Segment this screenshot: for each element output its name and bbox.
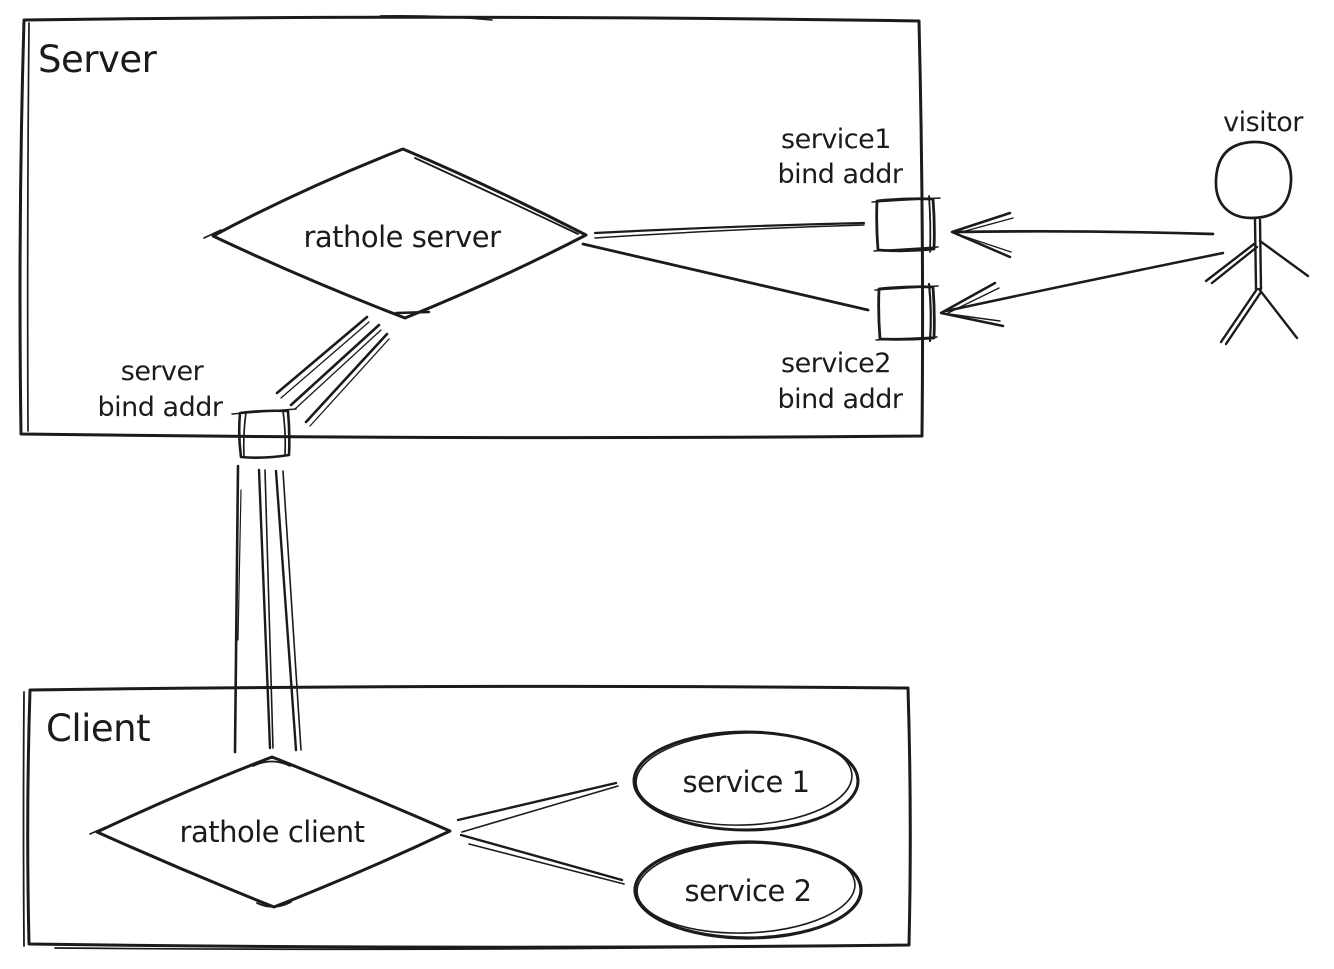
server-box-outline [18, 15, 925, 440]
rathole-server-node: rathole server [203, 147, 588, 320]
tunnel-line [233, 464, 240, 754]
rathole-client-diamond [95, 755, 452, 909]
visitor-head-doubled [1230, 141, 1276, 149]
rathole-server-diamond [211, 147, 588, 320]
service1-label: service 1 [682, 765, 809, 799]
visitor-arrow-to-service2 [939, 251, 1225, 328]
rathole-client-diamond-left-tick [89, 826, 107, 835]
server-bind-port-square [237, 409, 291, 459]
rathole-client-node: rathole client [89, 755, 452, 909]
arrow-shaft [952, 229, 1215, 236]
service2-port-overshoot [874, 285, 939, 341]
tunnel-line [274, 469, 298, 752]
service1-ellipse-doubled [635, 732, 853, 826]
client-to-service1-link [456, 781, 619, 833]
service1-bind-addr-port: service1 bind addr [778, 124, 941, 253]
server-bind-addr-port: server bind addr [98, 356, 297, 459]
client-box-outline [26, 684, 912, 949]
rathole-client-diamond-doubled-bottom [256, 901, 292, 908]
tunnel-line-doubled [280, 321, 370, 399]
service1-bind-addr-label-line1: service1 [781, 124, 891, 155]
service2-bind-addr-port: service2 bind addr [778, 282, 939, 415]
arrow-head-doubled [947, 287, 1001, 322]
visitor-arm-right [1258, 239, 1310, 278]
rathole-client-label: rathole client [180, 815, 365, 849]
rathole-server-diamond-overshoot [394, 310, 431, 315]
link-line-doubled [461, 785, 619, 833]
service2-node: service 2 [633, 840, 863, 940]
tunnel-line [304, 332, 389, 424]
service2-ellipse-doubled [636, 842, 856, 934]
client-box-outline-doubled-left [22, 691, 25, 947]
service1-port-overshoot [871, 197, 941, 252]
service1-port-square [875, 197, 936, 253]
client-to-service2-link [459, 833, 625, 885]
server-bind-addr-label-line1: server [121, 356, 205, 387]
link-line-doubled [468, 843, 625, 885]
tunnel-line-doubled [264, 469, 274, 749]
service1-bind-addr-label-line2: bind addr [778, 159, 904, 190]
service2-bind-addr-label-line1: service2 [781, 348, 891, 379]
tunnel-lines-upper [275, 315, 390, 427]
server-bind-addr-label-line2: bind addr [98, 392, 224, 423]
visitor-body [1253, 218, 1263, 291]
tunnel-line [257, 468, 272, 750]
tunnel-line-doubled [309, 338, 390, 427]
tunnel-line [289, 323, 381, 407]
tunnel-line [275, 315, 369, 395]
tunnel-line-doubled [237, 489, 242, 641]
service1-ellipse [632, 730, 860, 832]
link-line [581, 242, 870, 312]
rathole-server-label: rathole server [303, 220, 501, 254]
client-box-outline-doubled-bottom [54, 946, 738, 951]
arrow-head-doubled [956, 217, 1014, 253]
rathole-server-diamond-left-tick [203, 229, 222, 239]
rathole-client-diamond-doubled-top [252, 760, 291, 767]
arrow-head [950, 211, 1012, 259]
link-line [456, 781, 618, 822]
client-box-label: Client [46, 707, 150, 750]
arrow-shaft [944, 251, 1225, 313]
server-to-service1-link [593, 221, 866, 239]
server-box-label: Server [38, 38, 158, 81]
server-bind-port-overshoot [231, 408, 297, 415]
link-line-doubled [594, 224, 865, 239]
visitor-arm-left [1204, 242, 1259, 285]
server-box-outline-doubled-left [26, 22, 30, 432]
visitor-figure: visitor [1204, 107, 1310, 346]
service2-bind-addr-label-line2: bind addr [778, 384, 904, 415]
visitor-arrow-to-service1 [950, 211, 1215, 259]
service1-node: service 1 [632, 730, 860, 832]
visitor-leg-left [1219, 287, 1263, 346]
server-to-service2-link [581, 242, 870, 312]
arrow-head [939, 281, 1005, 328]
service2-port-square [877, 285, 936, 341]
service2-ellipse [633, 840, 863, 940]
client-box: Client [22, 684, 912, 951]
service1-port-doubled-edge [928, 195, 932, 253]
visitor-label: visitor [1223, 107, 1304, 138]
server-box-outline-doubled-top [379, 15, 493, 21]
server-box: Server [18, 15, 925, 440]
link-line [593, 221, 866, 235]
link-line [459, 833, 624, 882]
service2-label: service 2 [684, 874, 811, 908]
tunnel-lines-lower [233, 464, 302, 754]
rathole-server-diamond-doubled-edge [414, 157, 579, 235]
tunnel-line-doubled [294, 329, 382, 410]
visitor-head [1214, 140, 1293, 220]
tunnel-line-doubled [282, 470, 302, 751]
service2-port-doubled-edge [927, 282, 932, 343]
server-bind-port-doubled-edges [242, 410, 287, 457]
visitor-leg-right [1257, 287, 1299, 340]
